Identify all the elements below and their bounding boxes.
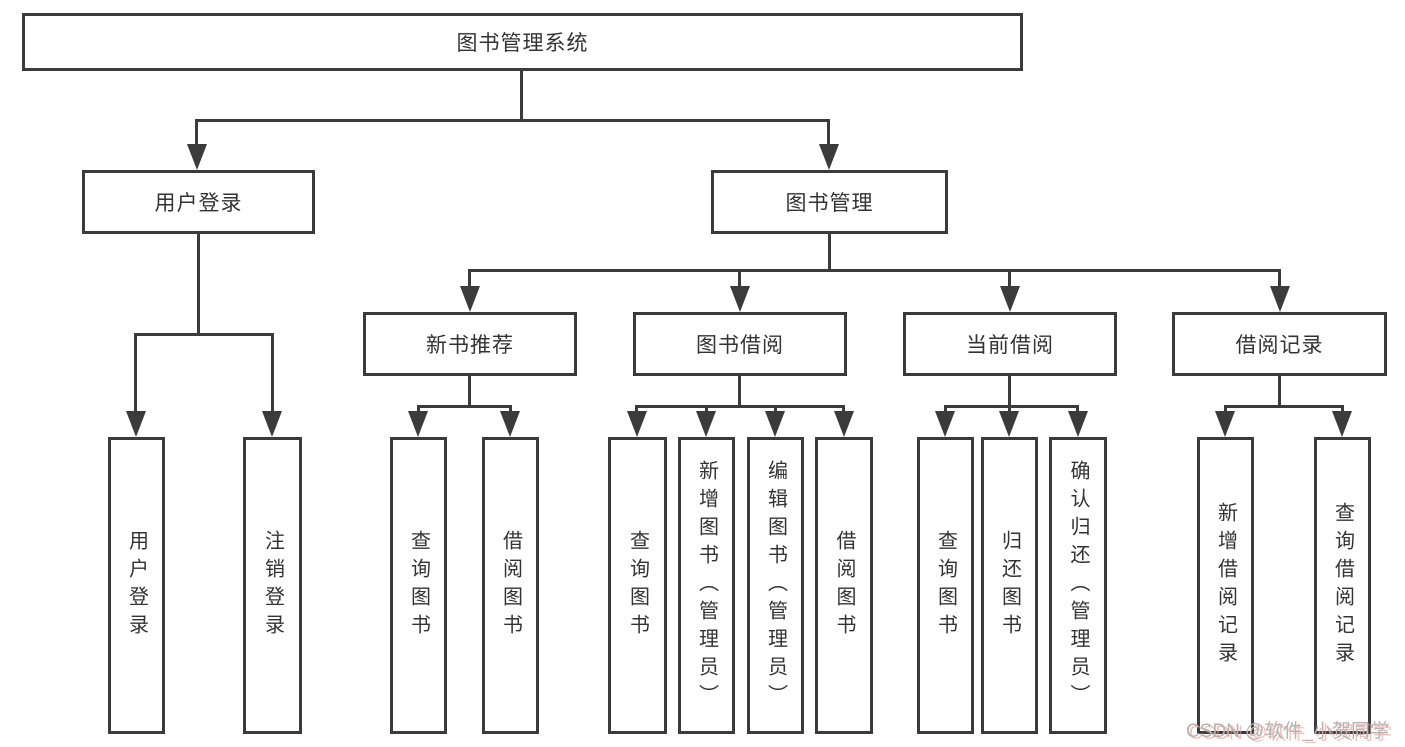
connector-line (944, 405, 1079, 408)
arrow-down-icon (1332, 411, 1352, 437)
connector-line (944, 405, 947, 414)
node-borrowing-records: 借阅记录 (1172, 312, 1387, 376)
arrow-down-icon (1215, 411, 1235, 437)
arrow-down-icon (187, 144, 207, 170)
node-book-management: 图书管理 (711, 170, 948, 234)
connector-line (271, 333, 274, 413)
leaf-borrow-books: 借阅图书 (815, 437, 873, 734)
connector-line (468, 376, 471, 408)
arrow-down-icon (627, 411, 647, 437)
connector-line (828, 234, 831, 271)
arrow-down-icon (262, 411, 282, 437)
connector-line (417, 405, 512, 408)
connector-line (1278, 269, 1281, 288)
node-current-borrowing: 当前借阅 (903, 312, 1117, 376)
connector-line (195, 119, 198, 146)
connector-line (1278, 376, 1281, 408)
connector-line (1008, 376, 1011, 408)
leaf-logout: 注销登录 (243, 437, 302, 734)
arrow-down-icon (834, 411, 854, 437)
arrow-down-icon (1270, 286, 1290, 312)
leaf-query-books: 查询图书 (390, 437, 447, 734)
node-user-login: 用户登录 (82, 170, 315, 234)
connector-line (738, 376, 741, 408)
connector-line (635, 405, 845, 408)
connector-line (1341, 405, 1344, 414)
node-book-borrowing: 图书借阅 (633, 312, 847, 376)
connector-line (509, 405, 512, 414)
arrow-down-icon (730, 286, 750, 312)
leaf-borrow-books: 借阅图书 (482, 437, 539, 734)
connector-line (635, 405, 638, 414)
leaf-user-login: 用户登录 (108, 437, 165, 734)
leaf-confirm-return-admin: 确认归还（管理员） (1049, 437, 1107, 734)
leaf-query-books: 查询图书 (917, 437, 974, 734)
connector-line (1224, 405, 1227, 414)
connector-line (134, 333, 274, 336)
arrow-down-icon (935, 411, 955, 437)
arrow-down-icon (500, 411, 520, 437)
connector-line (1076, 405, 1079, 414)
leaf-edit-books-admin: 编辑图书（管理员） (747, 437, 804, 734)
connector-line (468, 269, 1281, 272)
arrow-down-icon (999, 411, 1019, 437)
connector-line (468, 269, 471, 288)
connector-line (417, 405, 420, 414)
leaf-add-books-admin: 新增图书（管理员） (678, 437, 735, 734)
connector-line (774, 405, 777, 414)
arrow-down-icon (1000, 286, 1020, 312)
arrow-down-icon (408, 411, 428, 437)
leaf-return-books: 归还图书 (981, 437, 1038, 734)
connector-line (738, 269, 741, 288)
connector-line (134, 333, 137, 413)
leaf-add-borrow-record: 新增借阅记录 (1197, 437, 1254, 734)
arrow-down-icon (696, 411, 716, 437)
leaf-query-books: 查询图书 (608, 437, 667, 734)
connector-line (197, 234, 200, 336)
csdn-watermark: CSDN @软件_小贺同学 (1186, 721, 1389, 742)
arrow-down-icon (1068, 411, 1088, 437)
connector-line (1008, 405, 1011, 414)
connector-line (1008, 269, 1011, 288)
arrow-down-icon (460, 286, 480, 312)
connector-line (827, 119, 830, 146)
node-library-management-system: 图书管理系统 (22, 13, 1023, 71)
connector-line (705, 405, 708, 414)
arrow-down-icon (819, 144, 839, 170)
node-new-book-recommendation: 新书推荐 (363, 312, 577, 376)
connector-line (1224, 405, 1344, 408)
connector-line (842, 405, 845, 414)
arrow-down-icon (765, 411, 785, 437)
arrow-down-icon (126, 411, 146, 437)
connector-line (195, 119, 830, 122)
leaf-query-borrow-record: 查询借阅记录 (1314, 437, 1371, 734)
connector-line (520, 70, 523, 121)
